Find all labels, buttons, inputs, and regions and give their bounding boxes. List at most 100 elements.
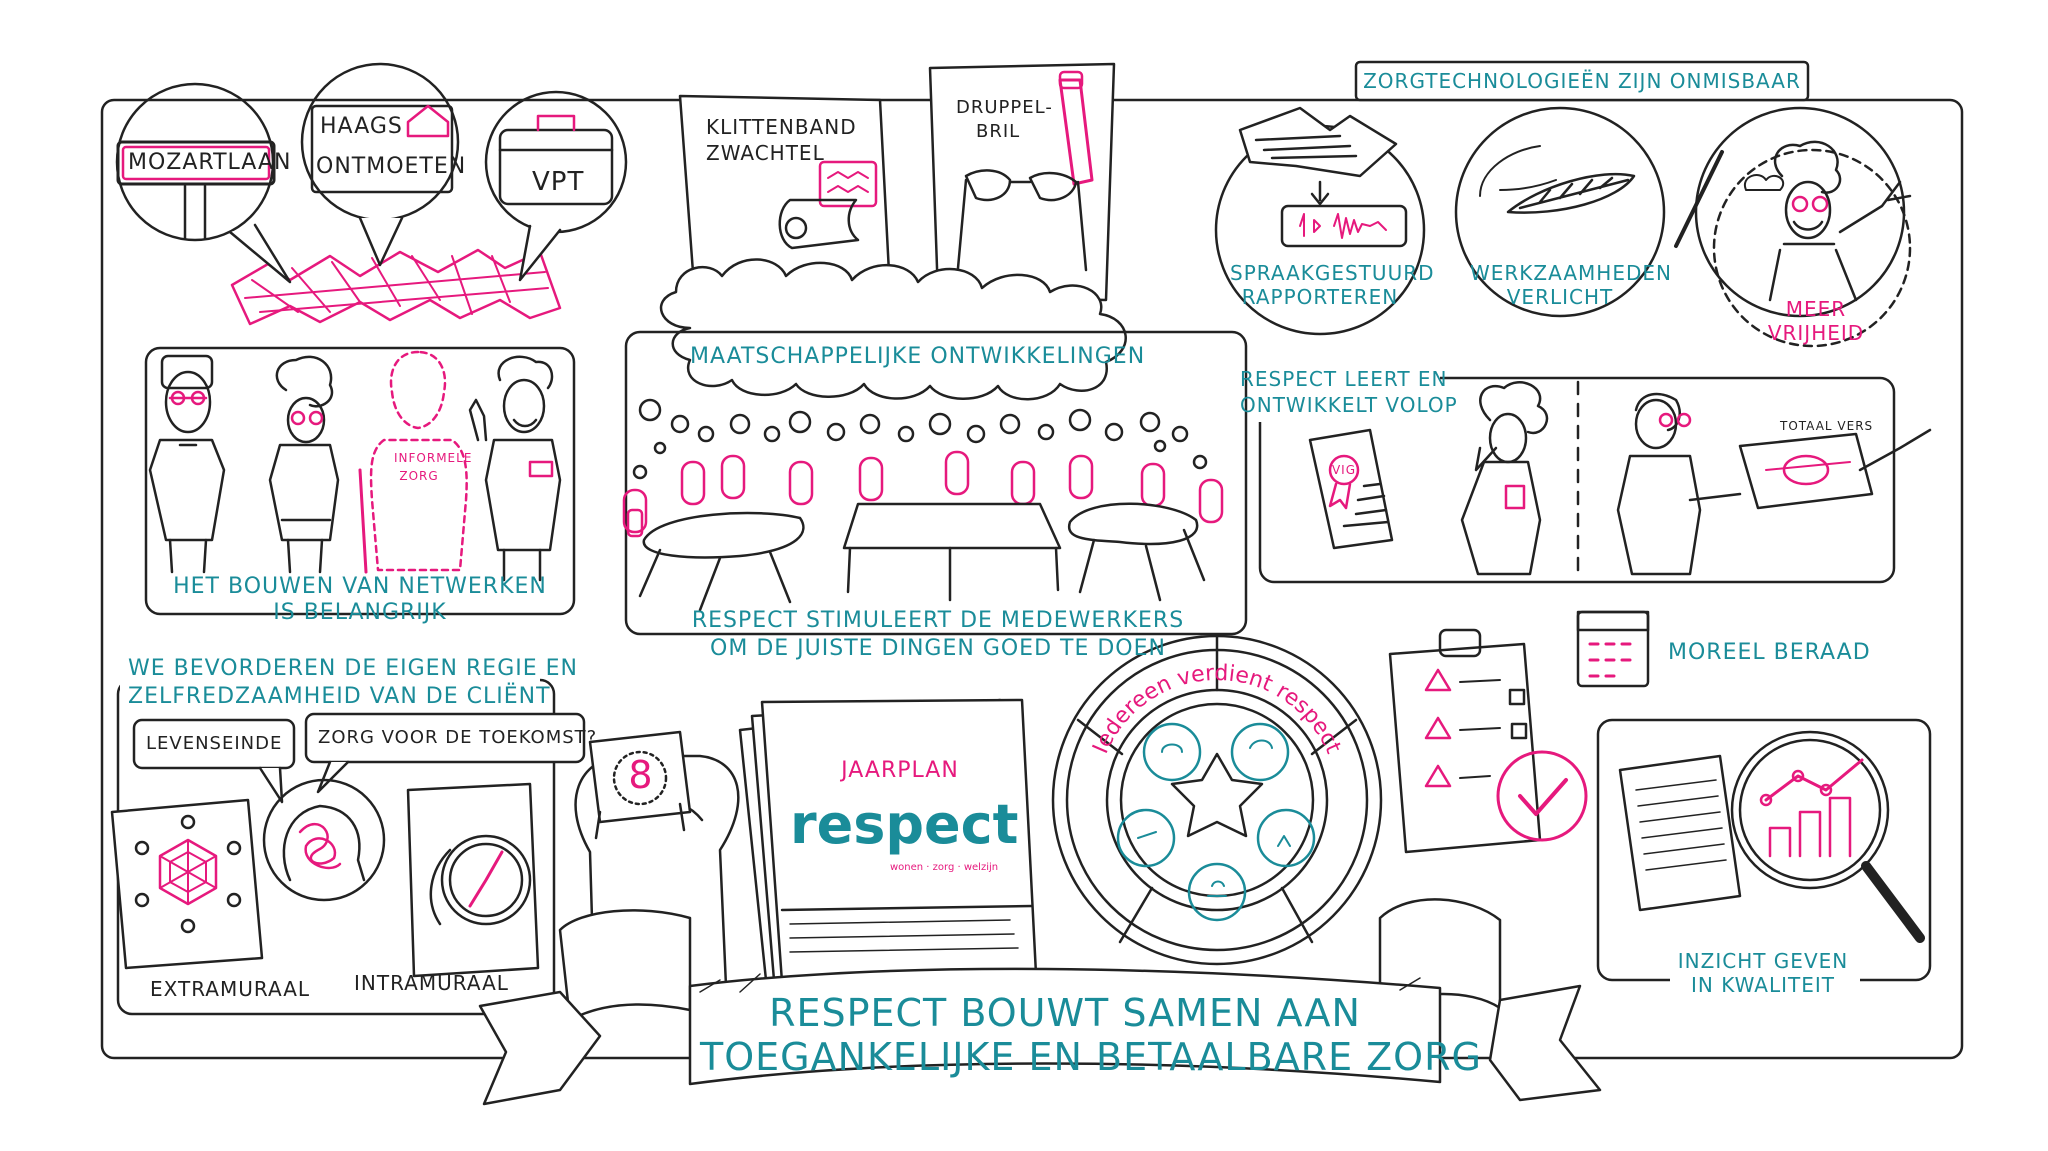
thumbs-up-icon	[468, 398, 488, 442]
eyedrop-bottle-icon	[1058, 78, 1094, 186]
regie-title-1: WE BEVORDEREN DE EIGEN REGIE EN	[128, 656, 578, 681]
learning-panel	[1250, 360, 1932, 584]
respect-wheel: Iedereen verdient respect	[1051, 634, 1383, 966]
map-icon	[230, 248, 562, 326]
pink-people	[622, 450, 1224, 538]
intramural-paper	[406, 782, 540, 978]
paper-stack-icon	[1238, 106, 1398, 178]
map-signs-group	[115, 62, 628, 326]
score-card	[588, 730, 692, 824]
respect-tagline: wonen · zorg · welzijn	[890, 862, 999, 873]
cloud-small-icon	[1743, 174, 1785, 191]
certificate-icon	[1308, 428, 1394, 550]
wheel-motto-text: Iedereen verdient respect	[1088, 661, 1345, 758]
vpt-label: VPT	[532, 167, 585, 197]
line-chart-icon	[1764, 758, 1864, 802]
mozartlaan-label: MOZARTLAAN	[128, 150, 292, 175]
learning-title-1: RESPECT LEERT EN	[1240, 367, 1448, 391]
society-caption-2: OM DE JUISTE DINGEN GOED TE DOEN	[710, 636, 1166, 661]
society-frame	[624, 330, 1248, 636]
feather-icon	[1506, 172, 1636, 214]
toekomst-label: ZORG VOOR DE TOEKOMST?	[318, 727, 598, 748]
curly-hair	[275, 355, 334, 408]
vig-seal-icon	[1328, 454, 1360, 486]
banner-left-tail	[478, 990, 602, 1106]
respect-logo-text: respect	[790, 793, 1019, 856]
bandage-roll-icon	[778, 198, 860, 250]
regie-panel	[110, 650, 586, 1016]
lighter-label-2: VERLICHT	[1506, 285, 1614, 309]
moreel-label: MOREEL BERAAD	[1668, 640, 1871, 665]
curly-hair-4	[1479, 381, 1549, 435]
fresh-label: TOTAAL VERS	[1780, 419, 1874, 433]
levenseinde-bubble	[132, 718, 296, 770]
quality-panel	[1596, 718, 1932, 990]
cane-icon	[358, 468, 368, 574]
briefcase-icon	[498, 128, 614, 206]
curly-hair-2	[497, 355, 554, 390]
extramural-label: EXTRAMURAAL	[150, 977, 311, 1001]
tech-title-box	[1354, 60, 1810, 102]
quality-caption-2: IN KWALITEIT	[1691, 973, 1835, 997]
table-rectangle	[842, 502, 1062, 550]
informal-care-label-1: INFORMELE	[394, 451, 473, 465]
network-panel	[144, 346, 576, 616]
banner-text-1: RESPECT BOUWT SAMEN AAN	[769, 991, 1361, 1035]
regie-title-2: ZELFREDZAAMHEID VAN DE CLIËNT	[128, 684, 551, 709]
glasses-icon	[964, 169, 1078, 202]
learning-title-2: ONTWIKKELT VOLOP	[1240, 393, 1458, 417]
compass-icon	[440, 834, 532, 926]
klittenband-label-1: KLITTENBAND	[706, 115, 857, 139]
mozartlaan-sign	[116, 140, 276, 186]
jaarplan-title: JAARPLAN	[841, 758, 959, 783]
voice-recorder-icon	[1280, 204, 1408, 248]
feather-circle	[1454, 106, 1666, 318]
haags-circle	[300, 62, 460, 222]
person-hair	[160, 354, 214, 390]
haags-sign	[310, 104, 454, 194]
druppelbril-label-2: BRIL	[976, 121, 1021, 142]
score-group	[574, 730, 740, 988]
network-caption-1: HET BOUWEN VAN NETWERKEN	[173, 574, 547, 599]
armchair-icon	[574, 754, 740, 988]
house-icon	[406, 104, 450, 138]
wheel-star	[1170, 752, 1264, 838]
tech-panel	[1214, 60, 1912, 348]
intramural-label: INTRAMURAAL	[354, 971, 509, 995]
table-kidney	[1067, 502, 1199, 546]
speech-label-2: RAPPORTEREN	[1241, 285, 1399, 309]
levenseinde-label: LEVENSEINDE	[146, 733, 283, 754]
wheel-icon-people	[1142, 722, 1202, 782]
network-frame	[144, 346, 576, 616]
freedom-label-2: VRIJHEID	[1767, 321, 1865, 345]
banner-body	[688, 967, 1442, 1086]
vpt-circle	[484, 90, 628, 234]
clipboard-icon	[1388, 642, 1542, 854]
informal-care-silhouette	[369, 350, 468, 572]
thought-bubbles	[632, 398, 1208, 480]
druppelbril-label-1: DRUPPEL-	[956, 97, 1053, 118]
network-caption-2: IS BELANGRIJK	[273, 600, 447, 625]
society-panel	[622, 62, 1248, 636]
name-badge-2	[1504, 484, 1526, 510]
freedom-label-1: MEER	[1785, 297, 1847, 321]
banner-text-2: TOEGANKELIJKE EN BETAALBARE ZORG	[700, 1035, 1482, 1079]
society-caption-1: RESPECT STIMULEERT DE MEDEWERKERS	[691, 608, 1185, 633]
wheel-icon-group	[1230, 722, 1290, 782]
checklist-group	[1388, 610, 1650, 854]
speech-label-1: SPRAAKGESTUURD	[1230, 261, 1435, 285]
food-tray-icon	[1738, 432, 1874, 510]
quality-caption-1: INZICHT GEVEN	[1677, 949, 1849, 973]
klittenband-label-2: ZWACHTEL	[706, 141, 825, 165]
check-seal-icon	[1496, 750, 1588, 842]
score-number: 8	[628, 753, 654, 797]
haags-label-2: ONTMOETEN	[316, 154, 467, 179]
curly-hair-3	[1773, 140, 1842, 194]
freedom-circle	[1712, 148, 1912, 348]
thought-cloud	[659, 258, 1127, 401]
name-badge	[528, 460, 554, 478]
wheel-icon-care	[1187, 862, 1247, 922]
society-cloud-label: MAATSCHAPPELIJKE ONTWIKKELINGEN	[690, 344, 1146, 369]
lighter-label-1: WERKZAAMHEDEN	[1470, 261, 1672, 285]
